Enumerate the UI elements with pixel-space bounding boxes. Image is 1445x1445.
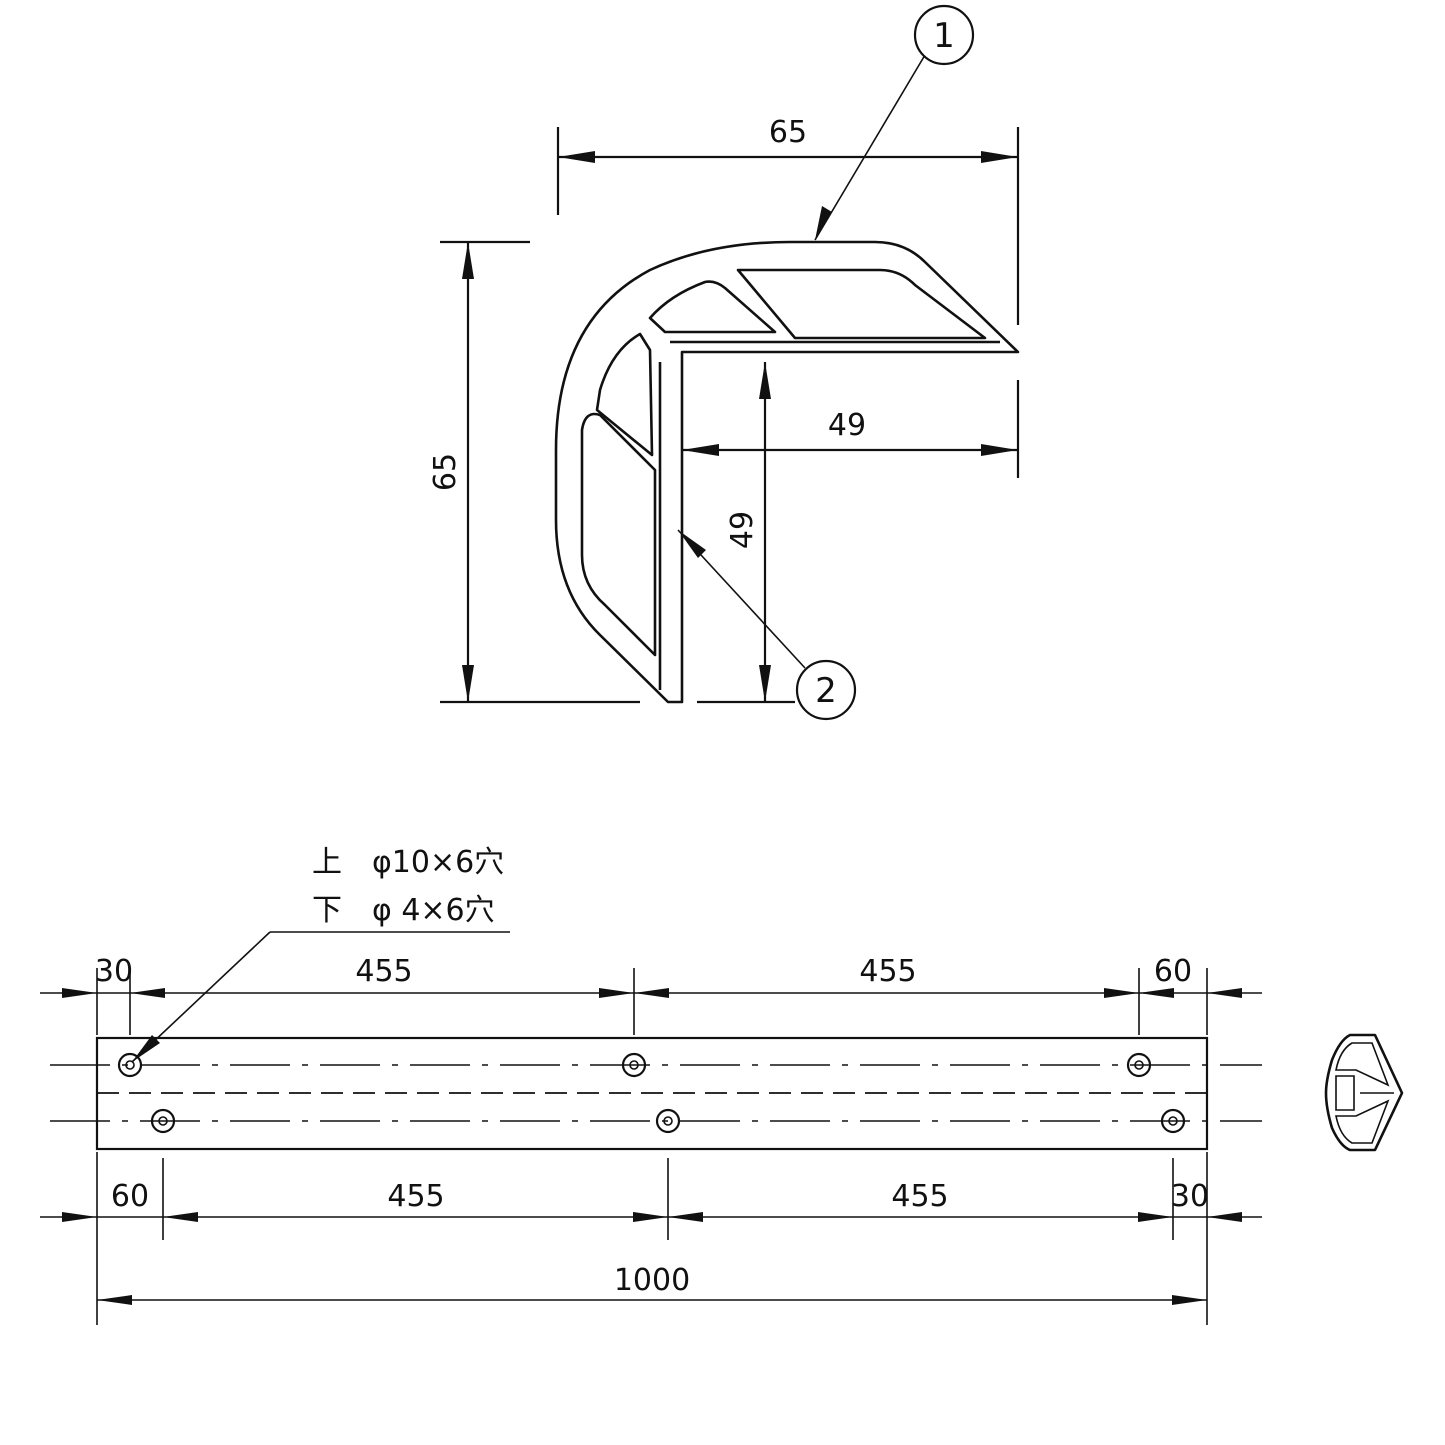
hole-note-bottom: 下 φ 4×6穴 <box>312 893 495 928</box>
arrowhead <box>558 151 595 163</box>
hole-lower <box>150 1108 176 1134</box>
hole-note-top: 上 φ10×6穴 <box>312 845 504 880</box>
hole-lower <box>1160 1108 1186 1134</box>
top-dimension-chain <box>40 968 1262 1035</box>
cross-section-view: 65 65 49 49 1 2 <box>428 4 1020 721</box>
bottom-dim-455-right: 455 <box>891 1179 948 1214</box>
arrowhead <box>462 665 474 702</box>
bottom-dimension-chain <box>40 1152 1262 1325</box>
callout-number-2: 2 <box>815 671 837 711</box>
cavity-left-upper <box>595 332 654 457</box>
arrowhead <box>1172 1295 1207 1305</box>
dim-65-vertical: 65 <box>428 453 463 491</box>
dim-49-horizontal: 49 <box>828 408 866 443</box>
top-dim-455-right: 455 <box>859 954 916 989</box>
callout-bubble-2 <box>795 659 857 721</box>
arrowhead <box>759 362 771 399</box>
bottom-dim-30: 30 <box>1171 1179 1209 1214</box>
top-dim-60: 60 <box>1154 954 1192 989</box>
arrowhead <box>462 242 474 279</box>
hole-upper <box>621 1052 647 1078</box>
overall-dim-1000: 1000 <box>614 1263 690 1298</box>
hole-upper <box>1126 1052 1152 1078</box>
plan-view: 上 φ10×6穴 下 φ 4×6穴 <box>40 845 1262 1325</box>
arrowhead <box>981 444 1018 456</box>
cavity-top-left <box>648 280 777 334</box>
hole-upper <box>117 1052 143 1078</box>
end-view-profile <box>1324 1033 1404 1152</box>
top-dim-455-left: 455 <box>355 954 412 989</box>
callout-bubble-1 <box>913 4 975 66</box>
arrowhead <box>981 151 1018 163</box>
arrowhead <box>815 206 832 240</box>
cavity-top-right <box>736 268 987 340</box>
dim-65-horizontal: 65 <box>769 115 807 150</box>
arrowhead <box>682 444 719 456</box>
arrowhead <box>678 530 706 558</box>
callout-number-1: 1 <box>933 16 955 56</box>
arrowhead <box>132 1035 160 1062</box>
arrowhead <box>759 665 771 702</box>
top-dim-30: 30 <box>95 954 133 989</box>
leader-callout-1 <box>814 54 926 241</box>
dim-49-vertical: 49 <box>725 511 760 549</box>
hole-lower <box>655 1108 681 1134</box>
bottom-dim-60: 60 <box>111 1179 149 1214</box>
bottom-dim-455-left: 455 <box>387 1179 444 1214</box>
arrowhead <box>97 1295 132 1305</box>
profile-outer <box>554 240 1020 704</box>
cavity-left-lower <box>580 412 657 657</box>
